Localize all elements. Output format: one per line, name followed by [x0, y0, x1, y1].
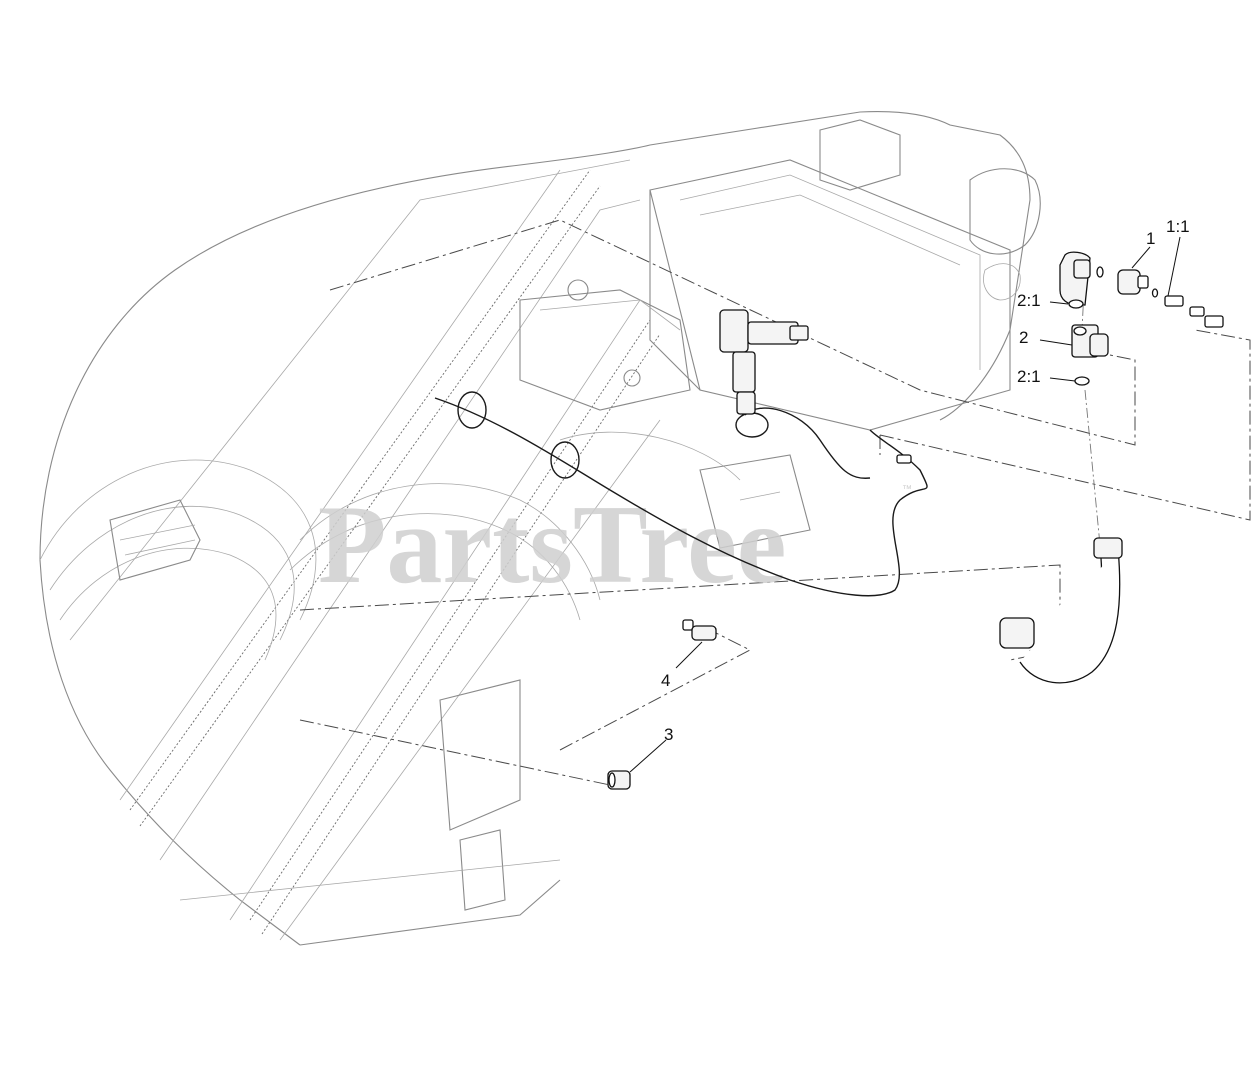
- sensor-cable: [434, 391, 928, 597]
- callout-2-1-top: 2:1: [1017, 291, 1041, 310]
- callout-4: 4: [661, 671, 670, 690]
- partstree-watermark: PartsTree ™: [318, 483, 912, 607]
- o-rings-2-1: [1068, 299, 1090, 386]
- hydraulic-hose: [999, 537, 1123, 684]
- callout-1: 1: [1146, 229, 1155, 248]
- part-1-1-adapter: [1164, 295, 1224, 328]
- callout-leaders: [629, 236, 1181, 773]
- callout-labels: 1 1:1 2:1 2 2:1 4 3: [661, 217, 1190, 744]
- callout-1-1: 1:1: [1166, 217, 1190, 236]
- callout-2: 2: [1019, 328, 1028, 347]
- callout-3: 3: [664, 725, 673, 744]
- part-3-nut: [607, 770, 631, 790]
- part-4-sensor: [682, 619, 717, 641]
- tank-valve-fitting: [719, 309, 809, 415]
- cable-connector: [896, 454, 912, 464]
- watermark-trademark: ™: [902, 484, 912, 495]
- watermark-text: PartsTree: [318, 483, 787, 607]
- callout-2-1-bottom: 2:1: [1017, 367, 1041, 386]
- machine-frame-outline: [39, 111, 1041, 946]
- part-2-tee-fitting: [1071, 324, 1109, 358]
- part-1-elbow-fitting: [1059, 251, 1159, 306]
